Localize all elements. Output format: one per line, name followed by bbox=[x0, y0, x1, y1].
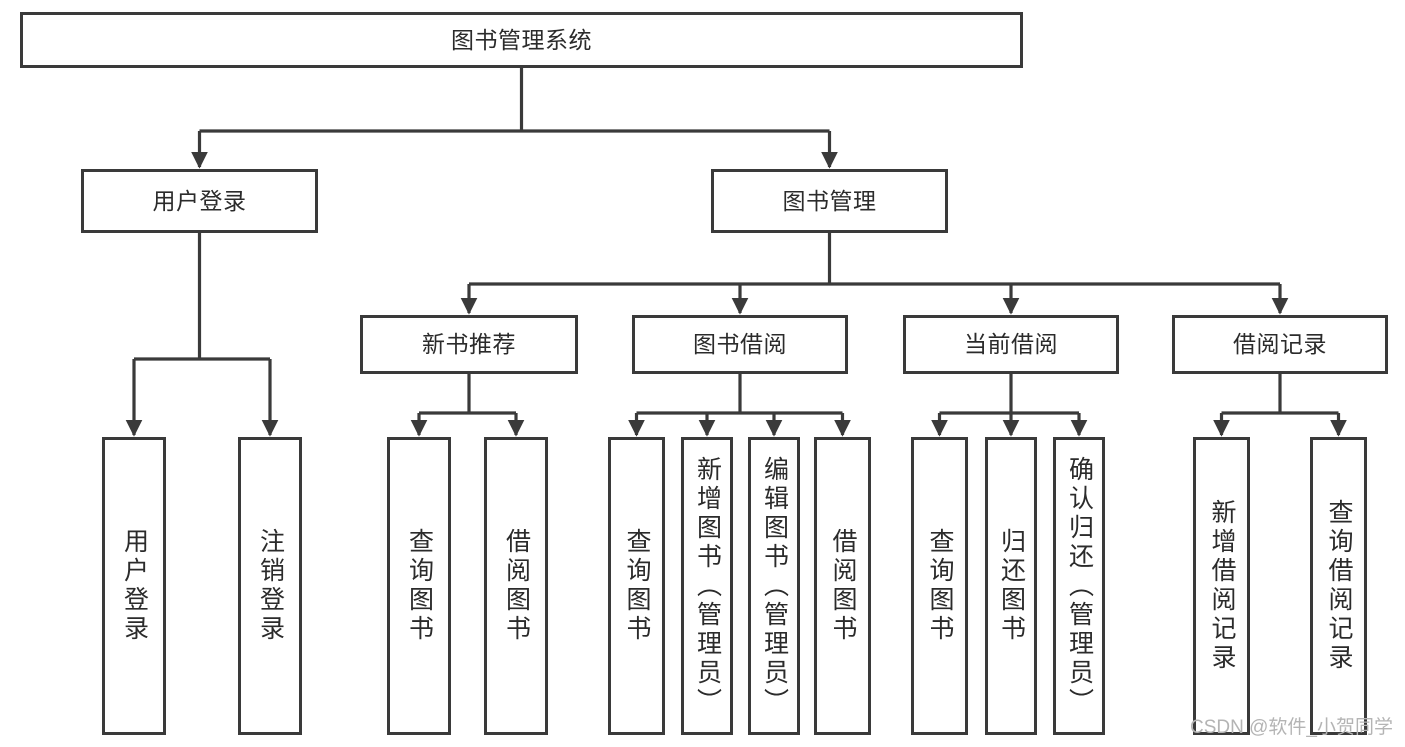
node-label: 当前借阅 bbox=[964, 331, 1058, 358]
node-user-login[interactable]: 用户登录 bbox=[81, 169, 318, 233]
node-label: 图书管理 bbox=[782, 187, 877, 214]
node-label: 借阅图书 bbox=[829, 528, 857, 644]
leaf-query-borrow-record[interactable]: 查询借阅记录 bbox=[1310, 437, 1367, 735]
node-label: 查询图书 bbox=[623, 528, 651, 644]
node-label: 新增借阅记录 bbox=[1208, 499, 1236, 673]
leaf-add-book[interactable]: 新增图书（管理员） bbox=[681, 437, 733, 735]
node-current-borrow[interactable]: 当前借阅 bbox=[903, 315, 1119, 374]
node-book-manage[interactable]: 图书管理 bbox=[711, 169, 948, 233]
leaf-borrow-book-1[interactable]: 借阅图书 bbox=[484, 437, 548, 735]
leaf-logout[interactable]: 注销登录 bbox=[238, 437, 302, 735]
leaf-query-book-2[interactable]: 查询图书 bbox=[608, 437, 665, 735]
node-label: 用户登录 bbox=[120, 528, 149, 644]
node-label: 新书推荐 bbox=[422, 331, 516, 358]
node-label: 查询图书 bbox=[926, 528, 954, 644]
node-label: 图书管理系统 bbox=[451, 26, 592, 53]
leaf-add-borrow-record[interactable]: 新增借阅记录 bbox=[1193, 437, 1250, 735]
node-label: 确认归还（管理员） bbox=[1065, 455, 1094, 717]
node-borrow-record[interactable]: 借阅记录 bbox=[1172, 315, 1388, 374]
node-book-borrow[interactable]: 图书借阅 bbox=[632, 315, 848, 374]
leaf-user-login[interactable]: 用户登录 bbox=[102, 437, 166, 735]
node-label: 查询图书 bbox=[405, 528, 434, 644]
leaf-query-book-1[interactable]: 查询图书 bbox=[387, 437, 451, 735]
leaf-confirm-return[interactable]: 确认归还（管理员） bbox=[1053, 437, 1105, 735]
node-label: 新增图书（管理员） bbox=[693, 455, 722, 717]
node-label: 用户登录 bbox=[152, 187, 247, 214]
node-label: 归还图书 bbox=[997, 528, 1026, 644]
watermark: CSDN @软件_小贺同学 bbox=[1190, 717, 1393, 738]
node-label: 借阅记录 bbox=[1233, 331, 1327, 358]
node-label: 查询借阅记录 bbox=[1325, 499, 1353, 673]
leaf-borrow-book-2[interactable]: 借阅图书 bbox=[814, 437, 871, 735]
leaf-return-book[interactable]: 归还图书 bbox=[985, 437, 1037, 735]
node-label: 注销登录 bbox=[256, 528, 285, 644]
node-label: 借阅图书 bbox=[502, 528, 531, 644]
node-label: 图书借阅 bbox=[693, 331, 787, 358]
node-root[interactable]: 图书管理系统 bbox=[20, 12, 1023, 68]
node-new-book-recommend[interactable]: 新书推荐 bbox=[360, 315, 578, 374]
node-label: 编辑图书（管理员） bbox=[760, 455, 789, 717]
leaf-query-book-3[interactable]: 查询图书 bbox=[911, 437, 968, 735]
leaf-edit-book[interactable]: 编辑图书（管理员） bbox=[748, 437, 800, 735]
